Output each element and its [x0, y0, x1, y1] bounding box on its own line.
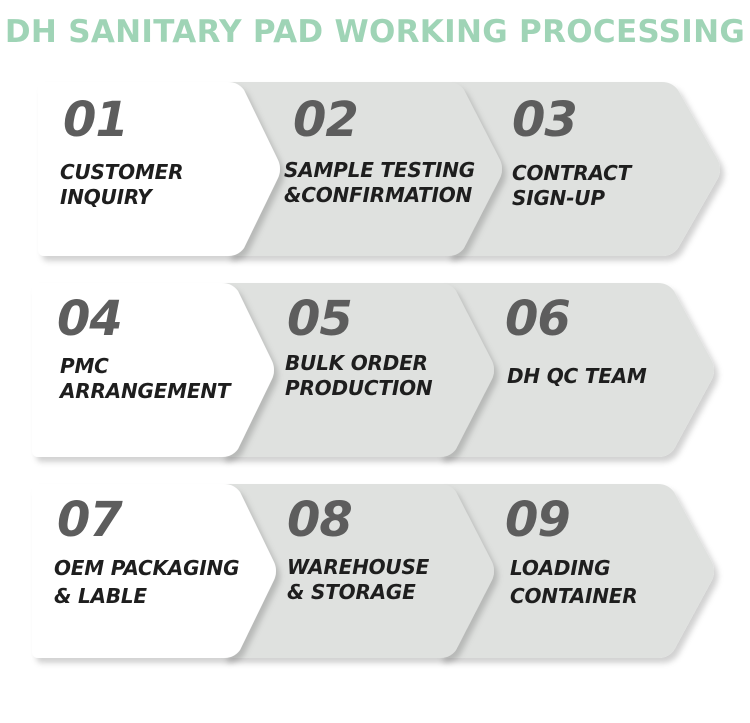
- step-06-number: 06: [505, 291, 571, 347]
- step-09-number: 09: [505, 492, 571, 548]
- step-09-arrow: [438, 484, 714, 658]
- step-09-label: LOADING CONTAINER: [510, 556, 638, 608]
- process-row-1: 01 CUSTOMER INQUIRY 02 SAMPLE TESTING &C…: [30, 78, 722, 260]
- step-07-label: OEM PACKAGING & LABLE: [54, 556, 240, 608]
- step-05-arrow: [220, 283, 494, 457]
- process-row-2: 04 PMC ARRANGEMENT 05 BULK ORDER PRODUCT…: [30, 279, 722, 461]
- row-1-arrows: [38, 82, 720, 256]
- step-08-number: 08: [287, 492, 353, 548]
- step-01-label: CUSTOMER INQUIRY: [60, 160, 184, 209]
- step-06-arrow: [438, 283, 714, 457]
- step-02-arrow: [226, 82, 502, 256]
- step-05-number: 05: [287, 291, 353, 347]
- step-08-arrow: [222, 484, 494, 658]
- step-04-arrow: [32, 283, 274, 457]
- step-07-number: 07: [57, 492, 123, 548]
- step-05-label: BULK ORDER PRODUCTION: [285, 351, 433, 400]
- process-row-3: 07 OEM PACKAGING & LABLE 08 WAREHOUSE & …: [30, 480, 722, 662]
- step-02-number: 02: [293, 92, 359, 148]
- step-03-label: CONTRACT SIGN-UP: [512, 161, 632, 210]
- step-04-label: PMC ARRANGEMENT: [60, 354, 231, 403]
- step-01-arrow: [38, 82, 280, 256]
- step-08-label: WAREHOUSE & STORAGE: [287, 555, 430, 604]
- step-04-number: 04: [57, 291, 123, 347]
- row-3-arrows: [32, 484, 714, 658]
- step-01-number: 01: [63, 92, 129, 148]
- row-2-arrows: [32, 283, 714, 457]
- step-02-label: SAMPLE TESTING &CONFIRMATION: [284, 158, 475, 207]
- step-07-arrow: [32, 484, 276, 658]
- page-title: DH SANITARY PAD WORKING PROCESSING: [4, 14, 746, 50]
- step-06-label: DH QC TEAM: [507, 364, 647, 388]
- step-03-number: 03: [512, 92, 578, 148]
- step-03-arrow: [446, 82, 720, 256]
